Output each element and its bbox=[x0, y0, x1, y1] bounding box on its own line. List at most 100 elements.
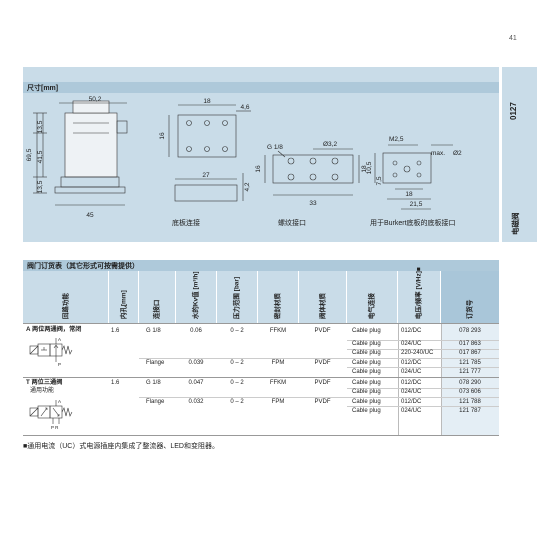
header-orifice: 内孔[mm] bbox=[109, 271, 138, 323]
group-t-g18-kv: 0.047 bbox=[188, 380, 204, 386]
page-number: 41 bbox=[509, 35, 517, 42]
group-a-flange-electrical: Cable plug bbox=[352, 369, 381, 375]
group-t-flange-order: 121 787 bbox=[459, 408, 481, 414]
header-kv: 水的Kv值 [m³/h] bbox=[176, 271, 216, 323]
table-title-bar bbox=[23, 260, 499, 271]
dim-label: 18 bbox=[361, 165, 368, 173]
group-t-g18-electrical: Cable plug bbox=[352, 389, 381, 395]
group-a-flange-voltage: 012/DC bbox=[401, 360, 422, 366]
group-t-g18-pressure: 0 – 2 bbox=[230, 380, 244, 386]
group-a-g18-pressure: 0 – 2 bbox=[230, 328, 244, 334]
caption-threaded-port: 螺纹接口 bbox=[278, 220, 306, 227]
group-a-g18-connection: G 1/8 bbox=[146, 328, 161, 334]
dim-label: 50,2 bbox=[89, 96, 102, 103]
caption-base-plate: 底板连接 bbox=[172, 220, 200, 227]
group-a-g18-electrical: Cable plug bbox=[352, 341, 381, 347]
group-t-flange-connection: Flange bbox=[146, 399, 165, 405]
dimensions-title-bar bbox=[23, 82, 499, 93]
group-a-g18-electrical: Cable plug bbox=[352, 328, 381, 334]
group-a-flange-electrical: Cable plug bbox=[352, 360, 381, 366]
dim-label: 13,5 bbox=[37, 180, 44, 193]
row-line bbox=[347, 349, 499, 350]
table-title: 阀门订货表（其它形式可按需提供） bbox=[27, 263, 139, 270]
dim-label: Ø2 bbox=[453, 150, 462, 157]
group-a-g18-body: PVDF bbox=[314, 328, 331, 334]
table-top-line bbox=[23, 323, 499, 324]
dim-label: 13,5 bbox=[37, 120, 44, 133]
header-connection: 连接口 bbox=[139, 271, 175, 323]
valve-symbol-2-2: A P bbox=[29, 337, 73, 367]
group-t-g18-order: 073 606 bbox=[459, 389, 481, 395]
group-t-g18-connection: G 1/8 bbox=[146, 380, 161, 386]
group-t-flange-voltage: 012/DC bbox=[401, 399, 422, 405]
group-t-g18-seal: FFKM bbox=[269, 380, 287, 386]
header-order: 订货号 bbox=[441, 271, 499, 323]
header-seal: 密封材质 bbox=[258, 271, 298, 323]
group-a-g18-order: 017 863 bbox=[459, 341, 481, 347]
group-a-orifice: 1.6 bbox=[111, 328, 120, 334]
group-a-flange-body: PVDF bbox=[314, 360, 331, 366]
group-a-flange-order: 121 777 bbox=[459, 369, 481, 375]
group-a-g18-order: 078 293 bbox=[459, 328, 481, 334]
dim-label: 4,2 bbox=[244, 182, 251, 191]
dim-label: 4,6 bbox=[240, 104, 249, 111]
group-t-g18-voltage: 012/DC bbox=[401, 380, 422, 386]
col-divider bbox=[398, 323, 399, 435]
group-a-flange-voltage: 024/UC bbox=[401, 369, 422, 375]
row-line bbox=[347, 340, 499, 341]
port-label: A bbox=[58, 399, 61, 404]
dim-label: 10,5 bbox=[366, 161, 373, 174]
group-t-flange-body: PVDF bbox=[314, 399, 331, 405]
group-t-g18-body: PVDF bbox=[314, 380, 331, 386]
group-t-subtitle: 通用功能 bbox=[30, 388, 55, 394]
group-t-flange-pressure: 0 – 2 bbox=[230, 399, 244, 405]
table-bottom-line bbox=[23, 435, 499, 436]
dim-label: 21,5 bbox=[410, 201, 423, 208]
group-a-g18-voltage: 220-240/UC bbox=[401, 350, 434, 356]
dimension-drawings: 50,2 13,5 41,5 13,5 69,5 45 18 4,6 16 27… bbox=[26, 96, 462, 219]
row-line bbox=[347, 367, 499, 368]
side-tab-code: 0127 bbox=[509, 102, 518, 120]
group-t-title: T 两位三通阀 bbox=[26, 379, 63, 386]
group-t-flange-kv: 0.032 bbox=[188, 399, 204, 405]
dim-label: 27 bbox=[202, 172, 210, 179]
group-a-g18-kv: 0.06 bbox=[190, 328, 202, 334]
group-t-flange-seal: FPM bbox=[271, 399, 285, 405]
dim-label: 16 bbox=[159, 132, 166, 140]
port-label: P R bbox=[51, 425, 59, 430]
dim-label: 7,5 bbox=[376, 176, 383, 185]
group-t-orifice: 1.6 bbox=[111, 380, 120, 386]
dim-label: M2,5 bbox=[389, 136, 404, 143]
header-function: 回路功能 bbox=[23, 271, 108, 323]
group-a-g18-order: 017 867 bbox=[459, 350, 481, 356]
dim-label: 69,5 bbox=[26, 148, 33, 161]
dimensions-title: 尺寸[mm] bbox=[27, 85, 59, 92]
order-column-bg bbox=[441, 323, 499, 435]
header-voltage: 电压/频率 [V/Hz]■ bbox=[398, 267, 440, 323]
dim-label: max. bbox=[431, 150, 445, 157]
caption-burkert-subbase: 用于Burkert底板的底板接口 bbox=[370, 220, 456, 227]
header-electrical: 电气连接 bbox=[347, 271, 397, 323]
dim-label: Ø3,2 bbox=[323, 141, 337, 148]
header-body: 阀体材质 bbox=[299, 271, 346, 323]
dim-label: G 1/8 bbox=[267, 144, 283, 151]
dim-label: 16 bbox=[255, 165, 262, 173]
group-a-flange-seal: FPM bbox=[271, 360, 285, 366]
group-a-g18-seal: FFKM bbox=[269, 328, 287, 334]
side-tab bbox=[502, 67, 537, 242]
group-a-g18-electrical: Cable plug bbox=[352, 350, 381, 356]
group-a-flange-connection: Flange bbox=[146, 360, 165, 366]
dim-label: 41,5 bbox=[37, 150, 44, 163]
group-t-flange-order: 121 788 bbox=[459, 399, 481, 405]
group-separator bbox=[23, 377, 499, 378]
group-a-flange-pressure: 0 – 2 bbox=[230, 360, 244, 366]
group-a-title: A 两位两通阀，常闭 bbox=[26, 326, 82, 333]
group-a-g18-voltage: 024/UC bbox=[401, 341, 422, 347]
group-t-flange-electrical: Cable plug bbox=[352, 399, 381, 405]
dim-label: 18 bbox=[405, 191, 413, 198]
group-a-flange-kv: 0.039 bbox=[188, 360, 204, 366]
side-tab-label: 电磁阀 bbox=[511, 212, 520, 236]
group-t-g18-electrical: Cable plug bbox=[352, 380, 381, 386]
row-line bbox=[139, 358, 499, 359]
group-t-g18-order: 078 290 bbox=[459, 380, 481, 386]
